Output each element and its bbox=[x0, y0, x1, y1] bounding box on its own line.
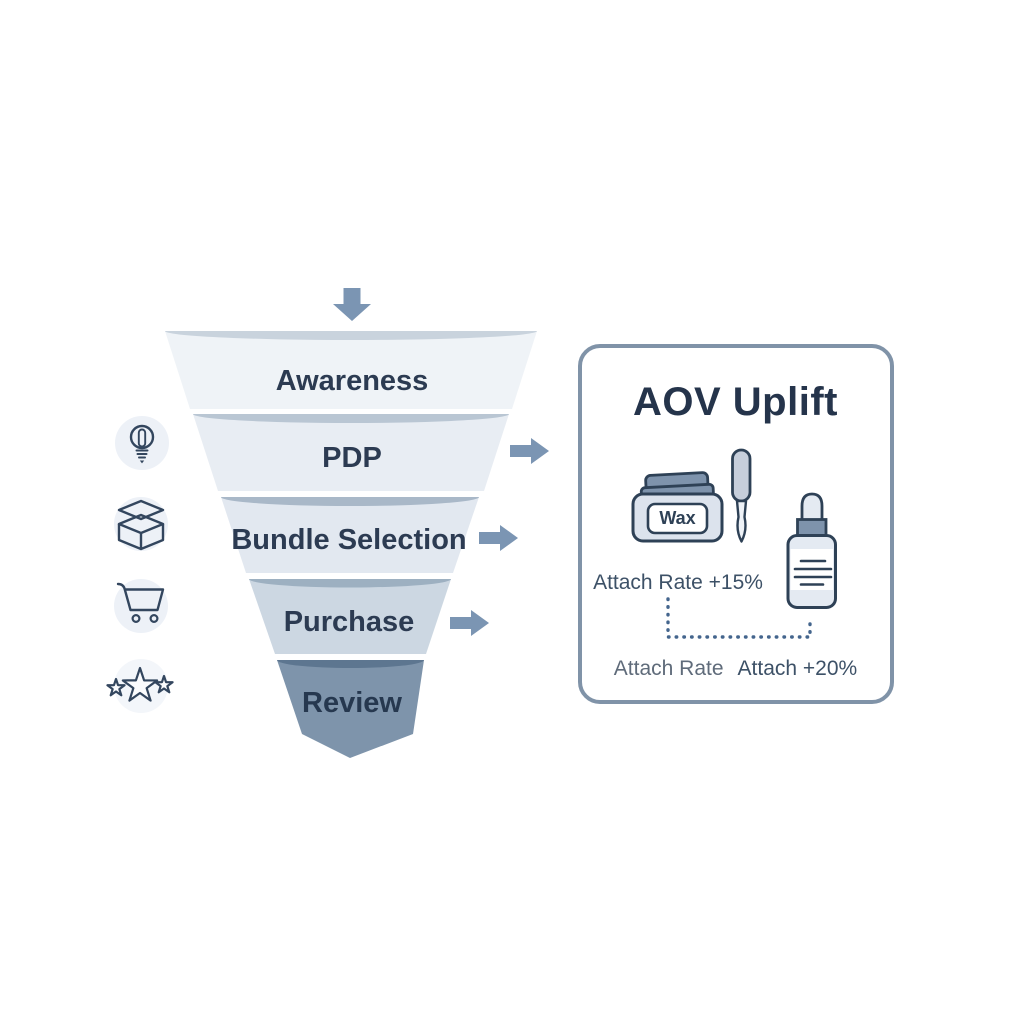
pdp-flow-arrow-icon bbox=[510, 438, 549, 464]
aov-uplift-card bbox=[578, 344, 894, 704]
purchase-flow-arrow-icon bbox=[450, 610, 489, 636]
funnel-stage-purchase-lip bbox=[249, 579, 451, 588]
funnel-stage-awareness-lip bbox=[165, 331, 537, 340]
funnel-stage-bundle-shape bbox=[221, 497, 479, 573]
stage-label-review: Review bbox=[302, 687, 402, 719]
wax-jar-label: Wax bbox=[659, 508, 696, 528]
stage-label-awareness: Awareness bbox=[275, 365, 429, 397]
attach-rate-primary-label: Attach Rate +15% bbox=[593, 571, 763, 594]
wax-jar-illustration bbox=[631, 471, 724, 543]
stage-label-bundle-selection: Bundle Selection bbox=[231, 524, 467, 556]
bundle-flow-arrow-icon bbox=[479, 525, 518, 551]
funnel-stage-pdp-lip bbox=[193, 414, 509, 423]
attach-rate-secondary-row: Attach Rate Attach +20% bbox=[578, 655, 893, 682]
funnel-stage-review-shape bbox=[277, 660, 424, 758]
funnel-stage-pdp-shape bbox=[193, 414, 509, 491]
cart-icon bbox=[114, 579, 168, 633]
funnel-stage-bundle-lip bbox=[221, 497, 479, 506]
aov-uplift-title: AOV Uplift bbox=[633, 380, 838, 424]
funnel-stage-awareness-shape bbox=[165, 331, 537, 409]
funnel-stage-review-lip bbox=[277, 660, 424, 668]
stage-label-pdp: PDP bbox=[322, 442, 382, 474]
funnel-stage-purchase-shape bbox=[249, 579, 451, 654]
lightbulb-icon bbox=[115, 416, 169, 470]
funnel-entry-arrow-icon bbox=[333, 288, 371, 321]
applicator-stick-illustration bbox=[731, 448, 752, 543]
attach-uplift-secondary-label: Attach +20% bbox=[737, 657, 858, 680]
dropper-bottle-illustration bbox=[786, 492, 837, 609]
attach-rate-secondary-label: Attach Rate bbox=[613, 657, 724, 680]
stars-icon bbox=[106, 659, 174, 713]
package-icon bbox=[114, 497, 168, 551]
stage-label-purchase: Purchase bbox=[283, 606, 415, 638]
attach-rate-dotted-connector bbox=[666, 597, 812, 639]
